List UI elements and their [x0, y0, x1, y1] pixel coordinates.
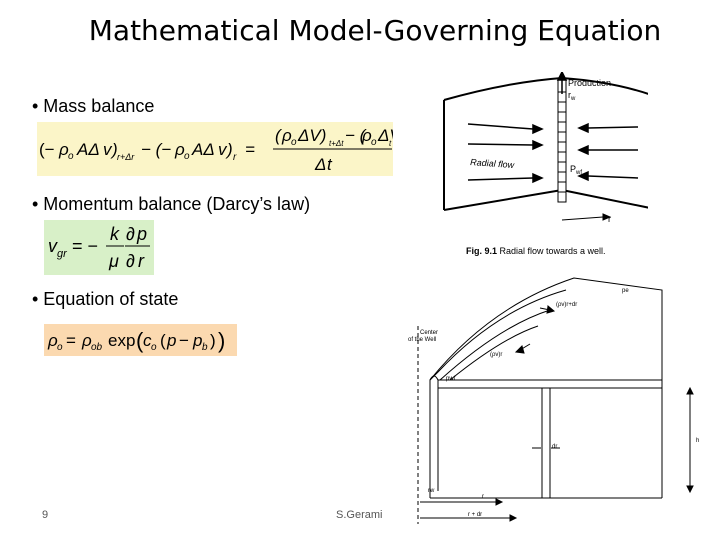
svg-text:AΔ: AΔ [76, 140, 100, 159]
svg-text:o: o [57, 342, 63, 353]
equation-of-state: ρ o = ρ ob exp ( c o ( p − p b ) ) [44, 324, 237, 356]
svg-text:t+Δt: t+Δt [329, 139, 344, 148]
label-pwf: Pwf [570, 164, 582, 176]
outer-arc-inner [429, 289, 567, 381]
svg-text:o: o [68, 151, 74, 162]
mass-balance-formula: (− ρ o AΔ v ) r+Δr − (− ρ o AΔ v ) r = (… [39, 126, 406, 174]
svg-text:b: b [202, 342, 208, 353]
label-production: Production [568, 78, 611, 88]
flow-arrows [467, 122, 639, 184]
slide-title: Mathematical Model-Governing Equation [88, 14, 662, 47]
label-outer-pressure: pe [622, 288, 629, 294]
svg-text:ρ: ρ [47, 331, 58, 350]
label-height: h [696, 438, 699, 444]
svg-text:v: v [48, 236, 58, 256]
svg-text:− (−: − (− [141, 140, 171, 159]
svg-text:(: ( [160, 331, 166, 350]
svg-text:exp: exp [108, 331, 135, 350]
svg-text:ρ: ρ [174, 140, 185, 159]
svg-text:ρ: ρ [281, 126, 292, 145]
svg-text:=: = [66, 331, 76, 350]
shell-arc-inner [449, 325, 539, 381]
svg-text:r: r [138, 251, 145, 271]
svg-text:k: k [110, 224, 120, 244]
shell-arc-outer [439, 309, 551, 381]
author-footer: S.Gerami [336, 509, 383, 521]
reservoir-bottom-left [443, 189, 563, 211]
outer-arc [429, 277, 663, 408]
svg-text:(: ( [275, 126, 283, 145]
svg-text:): ) [110, 140, 118, 159]
svg-text:∂: ∂ [126, 224, 135, 244]
svg-text:ρ: ρ [58, 140, 69, 159]
svg-text:μ: μ [108, 251, 119, 271]
bullet-momentum-balance: • Momentum balance (Darcy’s law) [32, 194, 311, 214]
svg-text:= −: = − [72, 236, 98, 256]
svg-text:ΔV): ΔV) [297, 126, 326, 145]
svg-text:o: o [184, 151, 190, 162]
radius-arrow [561, 213, 612, 221]
svg-text:−: − [179, 331, 189, 350]
svg-text:(: ( [136, 328, 144, 353]
label-flux-out: (ρv)r+dr [556, 302, 577, 308]
svg-text:r+Δr: r+Δr [117, 152, 135, 162]
svg-text:): ) [225, 140, 233, 159]
label-flux-in: (ρv)r [490, 352, 502, 358]
svg-text:o: o [151, 342, 157, 353]
svg-text:p: p [192, 331, 202, 350]
svg-text:− (: − ( [345, 126, 368, 145]
bullet-equation-of-state: • Equation of state [32, 289, 179, 309]
svg-text:Δ: Δ [314, 155, 326, 174]
svg-text:ρ: ρ [81, 331, 92, 350]
figure-9-1-caption: Fig. 9.1 Radial flow towards a well. [466, 246, 606, 256]
svg-text:t: t [389, 139, 392, 148]
svg-text:p: p [136, 224, 147, 244]
svg-text:(−: (− [39, 140, 55, 159]
label-well-radius: rw [428, 488, 435, 494]
svg-text:o: o [371, 137, 377, 148]
bullet-mass-balance: • Mass balance [32, 96, 155, 116]
darcy-law-equation: v gr = − k μ ∂ p ∂ r [44, 220, 154, 275]
label-rw: rw [568, 90, 576, 102]
svg-text:ρ: ρ [361, 126, 372, 145]
svg-text:gr: gr [57, 248, 68, 260]
radial-flow-figure: Production rw Pe Radial flow Pwf re r Fi… [443, 72, 648, 256]
svg-text:AΔ: AΔ [191, 140, 215, 159]
mass-balance-equation: (− ρ o AΔ v ) r+Δr − (− ρ o AΔ v ) r = (… [37, 122, 406, 176]
svg-text:v: v [103, 140, 113, 159]
svg-text:c: c [143, 331, 152, 350]
svg-text:t: t [327, 155, 333, 174]
svg-text:∂: ∂ [126, 251, 135, 271]
label-radius: r [482, 494, 484, 500]
svg-text:p: p [166, 331, 176, 350]
svg-text:ob: ob [91, 342, 103, 353]
svg-text:r: r [233, 152, 237, 163]
label-well-pressure: pwf [446, 376, 456, 382]
production-arrow [556, 72, 568, 94]
page-number: 9 [42, 509, 49, 521]
svg-text:=: = [245, 140, 255, 159]
equation-of-state-formula: ρ o = ρ ob exp ( c o ( p − p b ) ) [47, 328, 225, 353]
svg-text:v: v [218, 140, 228, 159]
svg-text:o: o [291, 137, 297, 148]
label-radial-flow: Radial flow [470, 157, 515, 170]
label-r: r [608, 214, 611, 224]
wellbore [557, 77, 567, 203]
label-dr: dr [552, 444, 557, 450]
reservoir-top-edge [443, 76, 648, 101]
label-radius-plus-dr: r + dr [468, 512, 482, 518]
reservoir-bottom-right [561, 189, 648, 209]
svg-text:): ) [218, 328, 225, 353]
darcy-law-formula: v gr = − k μ ∂ p ∂ r [48, 224, 150, 271]
svg-text:): ) [210, 331, 216, 350]
